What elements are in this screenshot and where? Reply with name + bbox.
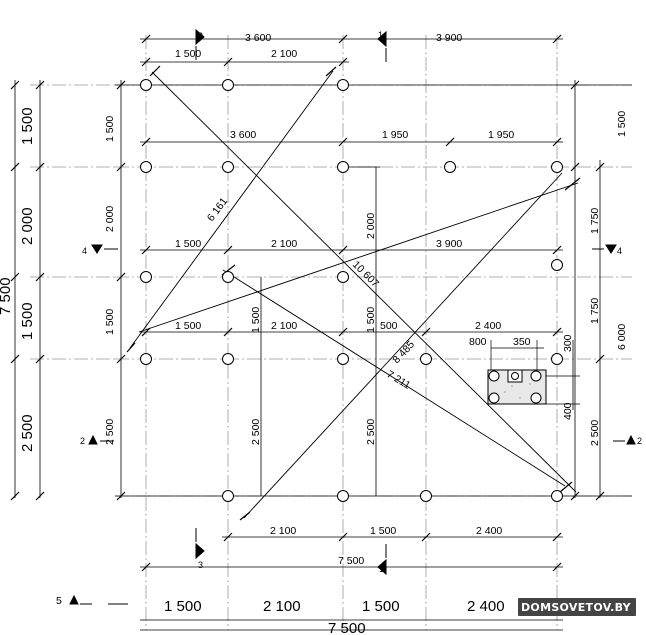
r4-dim-3900: 3 900 <box>436 238 462 250</box>
r2-dim-1950b: 1 950 <box>488 129 514 141</box>
right-dim-1750b: 1 750 <box>589 298 601 324</box>
pile-cap-detail <box>487 340 580 405</box>
inner-v-2500a: 2 500 <box>250 419 262 445</box>
inner-v-1500a: 1 500 <box>250 307 262 333</box>
left-big-1500a: 1 500 <box>19 107 36 145</box>
section-numbers: 3 1 4 4 2 2 3 1 5 <box>56 30 642 607</box>
footer-total: 7 500 <box>328 620 366 635</box>
bottom-dim-1500: 1 500 <box>370 525 396 537</box>
section-3-top: 3 <box>198 31 203 41</box>
section-2-left: 2 <box>80 436 85 446</box>
watermark: DOMSOVETOV.BY <box>518 598 636 616</box>
section-5: 5 <box>56 595 62 607</box>
piles <box>140 79 563 502</box>
left-small-2500: 2 500 <box>104 419 116 445</box>
left-small-2000: 2 000 <box>104 206 116 232</box>
inner-v-1500b: 1 500 <box>365 307 377 333</box>
r4-dim-2100: 2 100 <box>271 238 297 250</box>
top-dim-2100: 2 100 <box>271 48 297 60</box>
section-4-left: 4 <box>82 246 87 256</box>
dimension-lines <box>10 34 632 631</box>
left-big-2000: 2 000 <box>19 207 36 245</box>
section-1-bottom: 1 <box>379 564 384 574</box>
r4-dim-1500: 1 500 <box>175 238 201 250</box>
diag-10607: 10 607 <box>350 259 381 290</box>
diagonal-lines <box>126 65 581 521</box>
r2-dim-3600: 3 600 <box>230 129 256 141</box>
right-dim-2500: 2 500 <box>589 420 601 446</box>
bottom-total: 7 500 <box>338 555 364 567</box>
detail-350: 350 <box>513 336 531 348</box>
section-2-right: 2 <box>637 436 642 446</box>
r2-dim-1950a: 1 950 <box>382 129 408 141</box>
footer-dim-1500a: 1 500 <box>164 598 202 615</box>
footer-dim-2100: 2 100 <box>263 598 301 615</box>
right-dim-1500: 1 500 <box>616 111 628 137</box>
bottom-dim-2100: 2 100 <box>270 525 296 537</box>
left-small-1500a: 1 500 <box>104 116 116 142</box>
left-big-2500: 2 500 <box>19 414 36 452</box>
detail-800: 800 <box>469 336 487 348</box>
section-1-top: 1 <box>378 30 383 40</box>
left-small-1500b: 1 500 <box>104 309 116 335</box>
inner-v-2500b: 2 500 <box>365 419 377 445</box>
diag-7211: 7 211 <box>384 368 412 392</box>
dimension-labels: 3 600 3 900 1 500 2 100 3 600 1 950 1 95… <box>0 32 628 635</box>
diag-6161: 6 161 <box>205 195 230 223</box>
top-dim-1500: 1 500 <box>175 48 201 60</box>
right-dim-1750a: 1 750 <box>589 208 601 234</box>
top-dim-3900: 3 900 <box>436 32 462 44</box>
section-3-bottom: 3 <box>198 560 203 570</box>
axis-grid <box>30 35 632 630</box>
r5-dim-1500: 1 500 <box>175 320 201 332</box>
diag-8485: 8 485 <box>390 339 417 367</box>
watermark-text: DOMSOVETOV.BY <box>521 601 632 614</box>
r5-dim-2100: 2 100 <box>271 320 297 332</box>
footer-dim-2400: 2 400 <box>467 598 505 615</box>
section-marker-shapes <box>69 28 636 605</box>
r5-dim-500: 500 <box>380 320 398 332</box>
inner-v-2000: 2 000 <box>365 213 377 239</box>
top-dim-3600: 3 600 <box>245 32 271 44</box>
r5-dim-2400: 2 400 <box>475 320 501 332</box>
left-big-1500b: 1 500 <box>19 302 36 340</box>
bottom-dim-2400: 2 400 <box>476 525 502 537</box>
left-big-total: 7 500 <box>0 277 14 315</box>
footer-dim-1500b: 1 500 <box>362 598 400 615</box>
section-4-right: 4 <box>617 246 622 256</box>
right-total-6000: 6 000 <box>616 324 628 350</box>
detail-300: 300 <box>562 334 574 352</box>
detail-400: 400 <box>562 402 574 420</box>
